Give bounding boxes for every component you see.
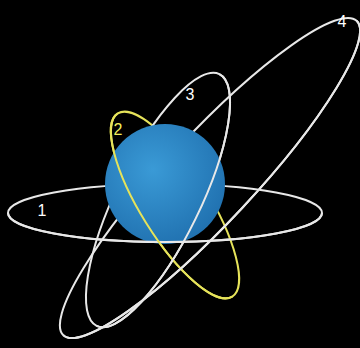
orbit-ring: [89, 95, 261, 314]
callout-number: 2: [114, 122, 123, 138]
callout-number: 4: [338, 14, 347, 30]
callout-number: 1: [38, 203, 47, 219]
orbit-ring: [31, 0, 360, 348]
orbit-ring: [31, 0, 360, 348]
orbit-ring: [8, 213, 322, 242]
orbit-ring: [59, 56, 257, 344]
orbit-ring: [89, 95, 261, 314]
planet: [105, 124, 225, 244]
callout-number: 3: [186, 87, 195, 103]
